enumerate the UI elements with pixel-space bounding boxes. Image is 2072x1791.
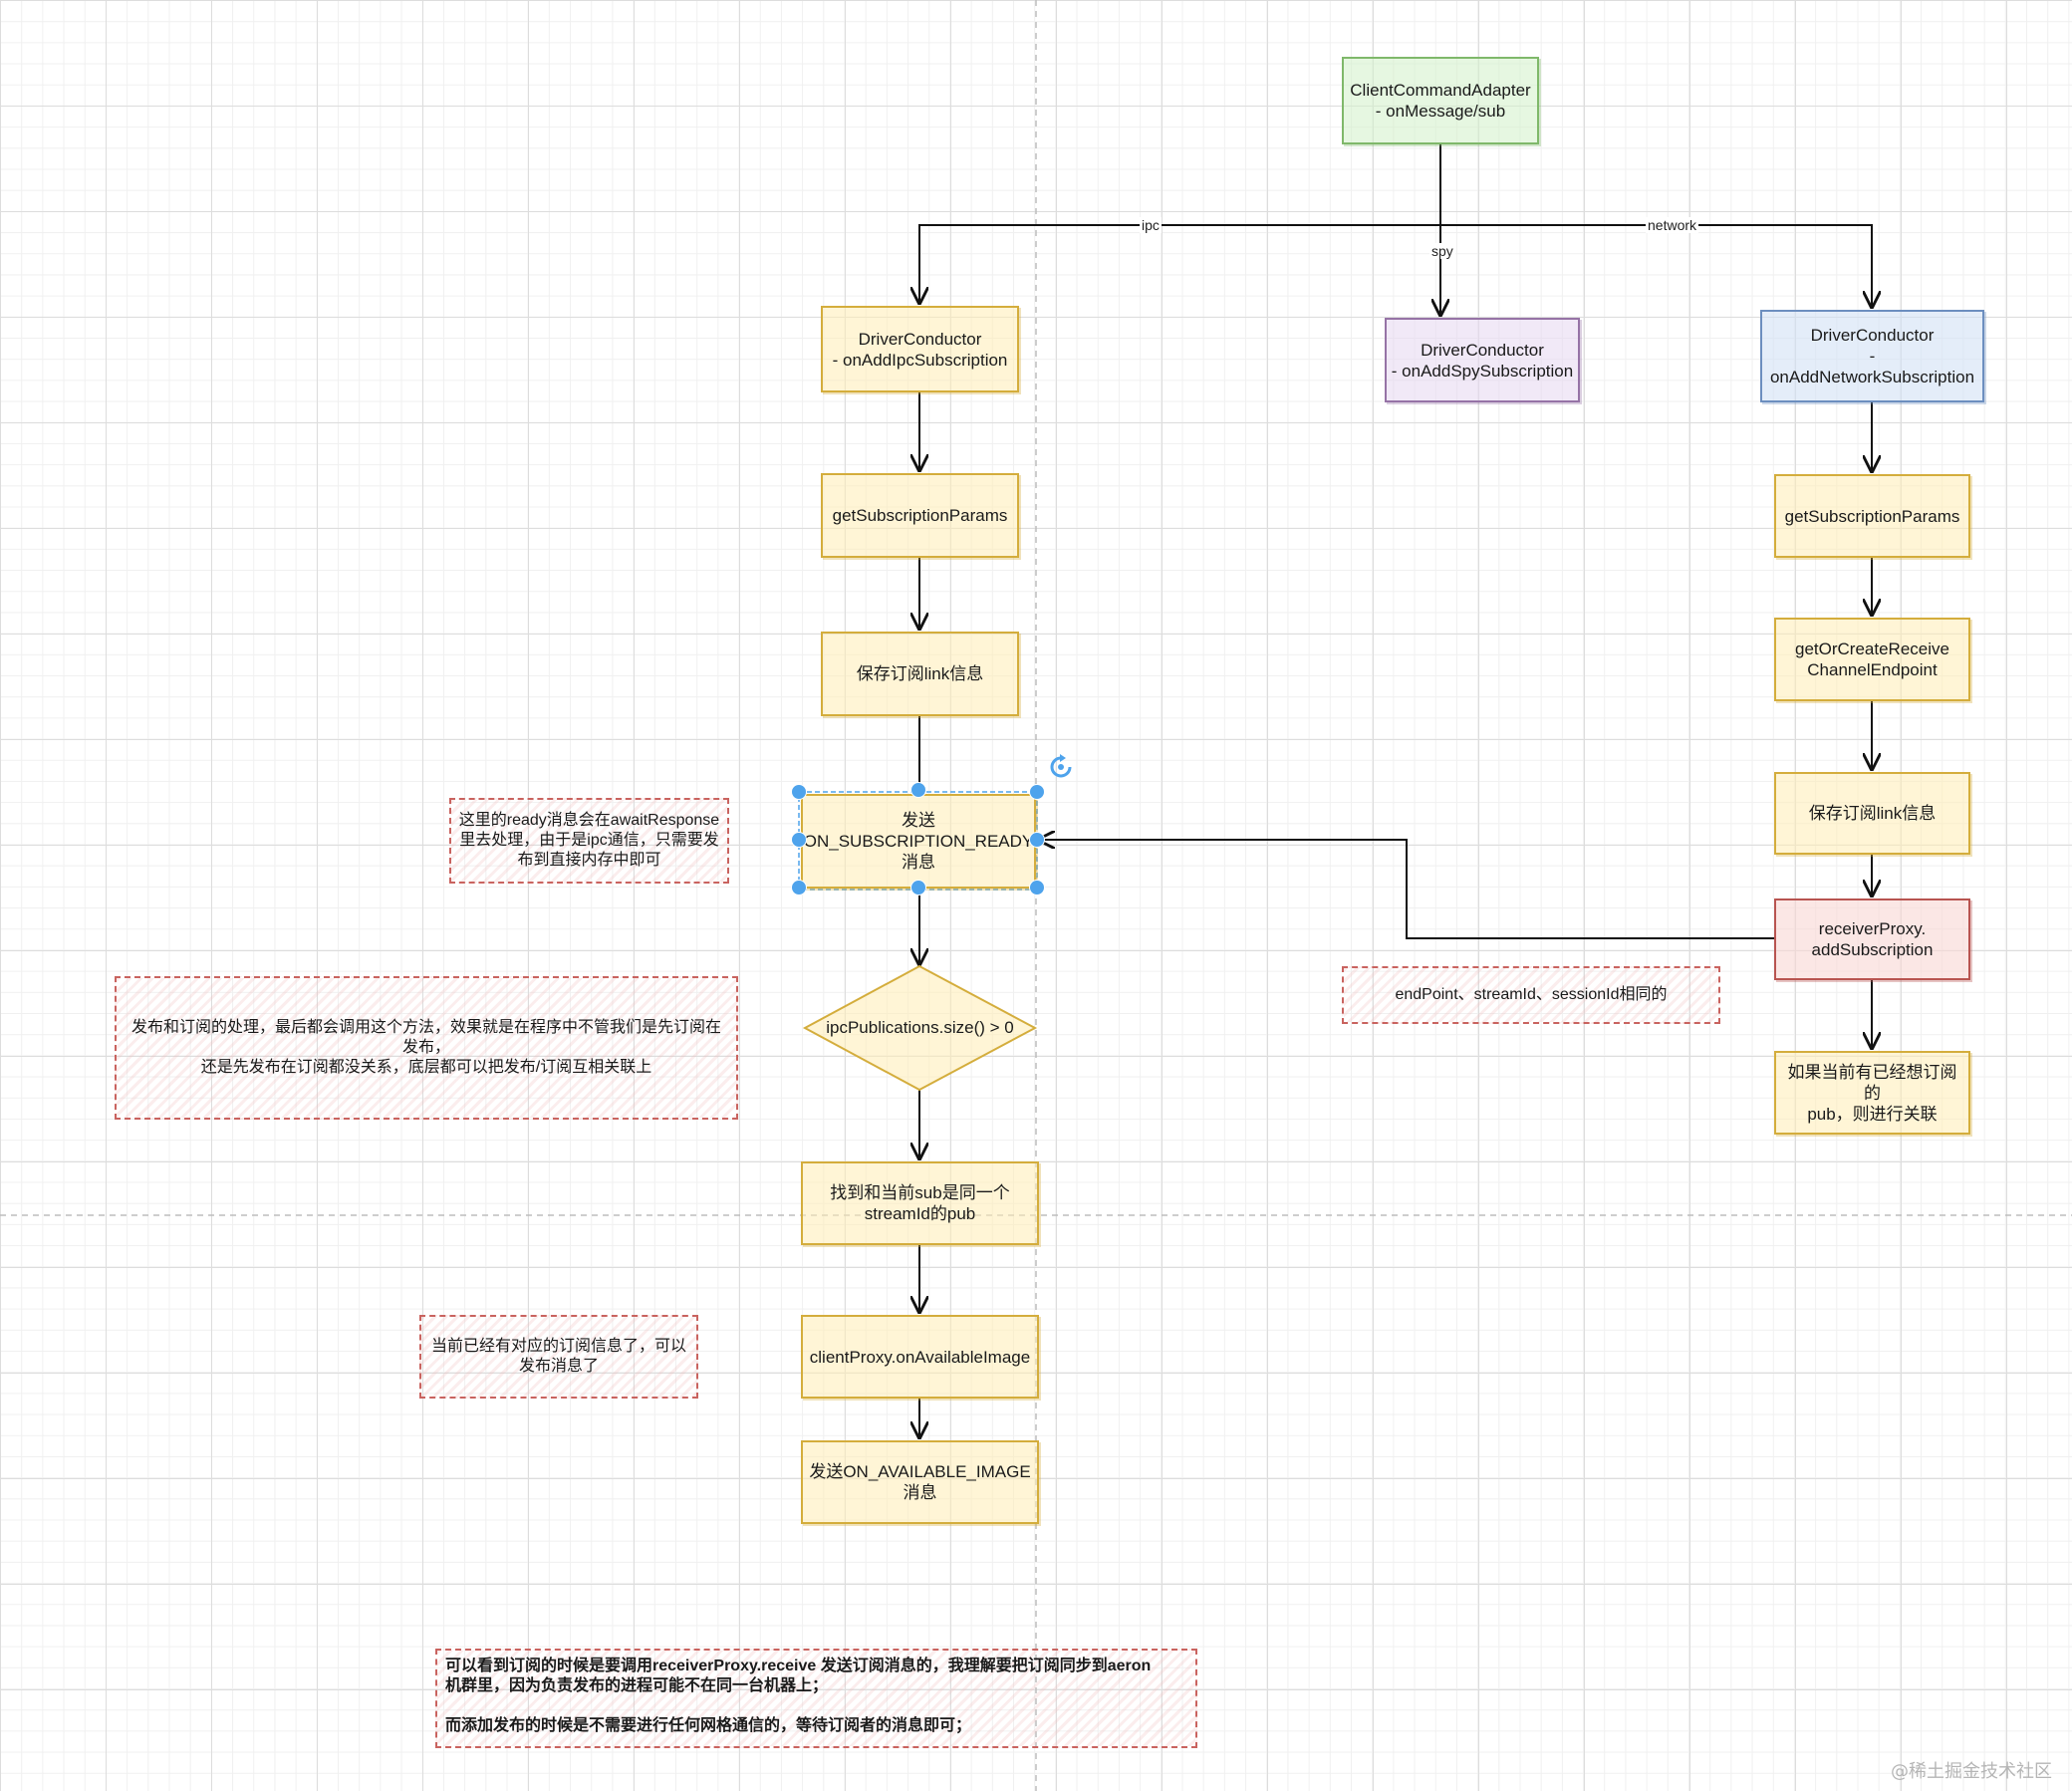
node-send-available[interactable]: 发送ON_AVAILABLE_IMAGE 消息: [801, 1440, 1039, 1524]
node-ipc-get-params[interactable]: getSubscriptionParams: [821, 473, 1019, 558]
node-net-link-pub[interactable]: 如果当前有已经想订阅的 pub，则进行关联: [1774, 1051, 1970, 1135]
resize-handle-top-right[interactable]: [1029, 784, 1045, 800]
edge-label-network: network: [1646, 217, 1699, 233]
edge-ipc: [919, 224, 1440, 303]
note-summary[interactable]: 可以看到订阅的时候是要调用receiverProxy.receive 发送订阅消…: [435, 1649, 1197, 1748]
edge-label-ipc: ipc: [1140, 217, 1162, 233]
resize-handle-bottom-left[interactable]: [791, 880, 807, 896]
resize-handle-bottom-right[interactable]: [1029, 880, 1045, 896]
node-client-adapter[interactable]: ClientCommandAdapter - onMessage/sub: [1342, 57, 1539, 144]
watermark: @稀土掘金技术社区: [1891, 1761, 2052, 1782]
node-ipc-save-link[interactable]: 保存订阅link信息: [821, 632, 1019, 716]
note-ready-message[interactable]: 这里的ready消息会在awaitResponse 里去处理，由于是ipc通信，…: [449, 798, 729, 884]
resize-handle-middle-left[interactable]: [791, 832, 807, 848]
node-find-pub[interactable]: 找到和当前sub是同一个 streamId的pub: [801, 1161, 1039, 1245]
node-net-get-params[interactable]: getSubscriptionParams: [1774, 474, 1970, 558]
node-network-conductor[interactable]: DriverConductor - onAddNetworkSubscripti…: [1760, 310, 1984, 402]
edge-receiver-to-send-ready: [1039, 840, 1774, 939]
node-send-ready[interactable]: 发送 ON_SUBSCRIPTION_READY 消息: [801, 794, 1036, 889]
node-net-save-link[interactable]: 保存订阅link信息: [1774, 772, 1970, 855]
resize-handle-top-left[interactable]: [791, 784, 807, 800]
resize-handle-middle-right[interactable]: [1029, 832, 1045, 848]
note-link-method[interactable]: 发布和订阅的处理，最后都会调用这个方法，效果就是在程序中不管我们是先订阅在 发布…: [115, 976, 738, 1120]
node-receiver-proxy[interactable]: receiverProxy. addSubscription: [1774, 898, 1970, 980]
node-net-get-endpoint[interactable]: getOrCreateReceive ChannelEndpoint: [1774, 618, 1970, 701]
resize-handle-bottom-center[interactable]: [910, 880, 926, 896]
node-client-proxy[interactable]: clientProxy.onAvailableImage: [801, 1315, 1039, 1399]
edge-network: [1440, 224, 1872, 307]
edge-label-spy: spy: [1429, 243, 1455, 259]
node-ipc-conductor[interactable]: DriverConductor - onAddIpcSubscription: [821, 306, 1019, 392]
note-available[interactable]: 当前已经有对应的订阅信息了，可以 发布消息了: [419, 1315, 698, 1399]
node-ipc-decision-label[interactable]: ipcPublications.size() > 0: [826, 1018, 1014, 1037]
node-spy-conductor[interactable]: DriverConductor - onAddSpySubscription: [1385, 318, 1580, 402]
rotate-handle-icon[interactable]: [1048, 754, 1074, 780]
ipc-decision-diamond: [802, 964, 1038, 1092]
note-endpoint-match[interactable]: endPoint、streamId、sessionId相同的: [1342, 966, 1720, 1024]
resize-handle-top-center[interactable]: [910, 782, 926, 798]
